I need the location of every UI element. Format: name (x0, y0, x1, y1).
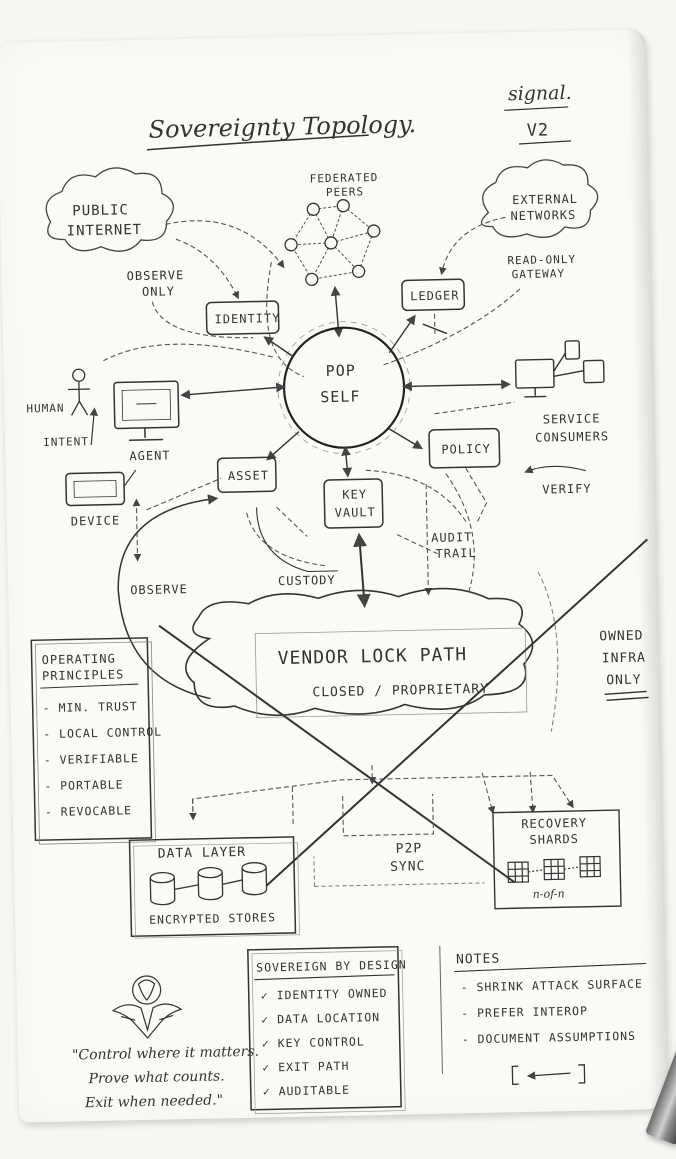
principle-item: - REVOCABLE (45, 803, 132, 819)
identity-label: IDENTITY (214, 311, 280, 326)
key-label: KEY (342, 487, 367, 502)
device-icon (65, 471, 126, 507)
principle-item: - PORTABLE (44, 777, 124, 793)
pop-self-node: POP SELF (277, 321, 411, 455)
service-devices-icon (514, 340, 605, 398)
key-vault-box: KEY VAULT (323, 478, 384, 529)
pop-label: POP (326, 361, 356, 380)
sovereign-item: ✓ KEY CONTROL (262, 1034, 365, 1050)
sovereign-item: ✓ IDENTITY OWNED (261, 986, 388, 1003)
peer-node-icons (284, 199, 381, 287)
shards-label: SHARDS (529, 832, 579, 847)
audit-label: AUDIT (431, 530, 472, 545)
encrypted-stores-label: ENCRYPTED STORES (149, 910, 276, 927)
sovereign-title: SOVEREIGN BY DESIGN (256, 958, 407, 975)
device-label: DEVICE (71, 513, 121, 528)
federated-peers: FEDERATED PEERS (284, 171, 381, 338)
federated-label-1: FEDERATED (310, 171, 379, 185)
center-arrows (180, 314, 511, 609)
identity-box: IDENTITY (205, 300, 281, 336)
diagram-title: Sovereignty Topology. (148, 110, 416, 144)
principles-title-2: PRINCIPLES (42, 667, 125, 683)
only-label: ONLY (606, 673, 642, 689)
human-label: HUMAN (26, 402, 64, 416)
agent-label: AGENT (129, 448, 170, 463)
observe-only-label-1: OBSERVE (127, 268, 185, 283)
consumers-label: CONSUMERS (535, 429, 609, 445)
operating-principles-box: OPERATING PRINCIPLES - MIN. TRUST - LOCA… (30, 637, 162, 845)
p2p-label: P2P (396, 841, 423, 857)
ledger-box: LEDGER (401, 278, 466, 312)
principle-item: - VERIFIABLE (44, 751, 139, 767)
trail-label: TRAIL (435, 546, 476, 561)
infra-label: INFRA (602, 650, 646, 666)
sync-label: SYNC (390, 859, 426, 875)
sovereign-item: ✓ AUDITABLE (263, 1083, 350, 1099)
monitor-icon (113, 380, 180, 441)
principle-item: - MIN. TRUST (43, 699, 138, 715)
data-layer-title: DATA LAYER (158, 845, 247, 862)
data-layer-box: DATA LAYER ENCRYPTED STORES (128, 836, 300, 939)
asset-box: ASSET (216, 456, 277, 494)
sovereign-item: ✓ DATA LOCATION (261, 1010, 380, 1026)
brand-name: signal. (508, 82, 572, 105)
intent-label: INTENT (43, 435, 89, 449)
public-internet-cloud: PUBLIC INTERNET (45, 167, 174, 252)
vendor-lock-title: VENDOR LOCK PATH (277, 644, 467, 669)
vendor-lock-subtitle: CLOSED / PROPRIETARY (312, 682, 489, 701)
quote-line-3: Exit when needed." (84, 1092, 223, 1111)
sovereign-item: ✓ EXIT PATH (262, 1059, 349, 1075)
owned-label: OWNED (599, 628, 643, 644)
principles-title-1: OPERATING (42, 652, 116, 668)
notes-item: - DOCUMENT ASSUMPTIONS (462, 1029, 637, 1047)
custody-label: CUSTODY (278, 573, 336, 588)
observe-label: OBSERVE (130, 582, 188, 597)
asset-label: ASSET (228, 468, 269, 483)
recovery-label: RECOVERY (521, 816, 587, 831)
brand-version: V2 (527, 120, 550, 140)
notes-item: - SHRINK ATTACK SURFACE (460, 977, 643, 995)
topology-sketch: Sovereignty Topology. signal. V2 FEDERAT… (26, 82, 649, 1115)
eagle-logo-icon (111, 975, 183, 1039)
dashed-connectors (103, 216, 523, 596)
external-networks-cloud: EXTERNAL NETWORKS (480, 159, 599, 238)
policy-box: POLICY (428, 427, 501, 469)
title-block: Sovereignty Topology. signal. V2 (146, 82, 572, 151)
verify-label: VERIFY (542, 482, 592, 497)
external-networks-label-2: NETWORKS (510, 208, 576, 223)
external-networks-label-1: EXTERNAL (512, 192, 578, 207)
cross-out-x (158, 538, 648, 889)
quote-line-2: Prove what counts. (87, 1068, 224, 1087)
vendor-lock-cloud: VENDOR LOCK PATH CLOSED / PROPRIETARY (158, 538, 648, 889)
quote-line-1: "Control where it matters. (72, 1044, 259, 1064)
recovery-shards-box: RECOVERY SHARDS n-of-n (492, 809, 622, 910)
notes-section: NOTES - SHRINK ATTACK SURFACE - PREFER I… (439, 945, 647, 1085)
lower-connectors (189, 765, 574, 837)
n-of-n-label: n-of-n (533, 887, 565, 901)
public-internet-label-2: INTERNET (67, 222, 143, 240)
federated-label-2: PEERS (326, 185, 364, 199)
ledger-label: LEDGER (410, 288, 460, 303)
vault-label: VAULT (335, 505, 376, 520)
db-cylinder-icon (149, 862, 268, 906)
service-label: SERVICE (543, 411, 601, 426)
sovereign-by-design-box: SOVEREIGN BY DESIGN ✓ IDENTITY OWNED ✓ D… (247, 945, 407, 1115)
observe-only-label-2: ONLY (142, 284, 175, 299)
shard-grid-icon (507, 855, 601, 883)
self-label: SELF (320, 387, 360, 406)
public-internet-label-1: PUBLIC (72, 202, 129, 219)
read-only-gateway-label-1: READ-ONLY (507, 253, 576, 267)
read-only-gateway-label-2: GATEWAY (512, 267, 566, 281)
human-stick-icon (68, 368, 91, 416)
notebook-screen: { "title": "Sovereignty Topology.", "bra… (0, 0, 676, 1123)
policy-label: POLICY (441, 442, 491, 457)
notes-item: - PREFER INTEROP (461, 1004, 588, 1021)
notes-title: NOTES (456, 952, 500, 968)
notebook-page: Sovereignty Topology. signal. V2 FEDERAT… (0, 29, 676, 1146)
principle-item: - LOCAL CONTROL (43, 725, 162, 741)
